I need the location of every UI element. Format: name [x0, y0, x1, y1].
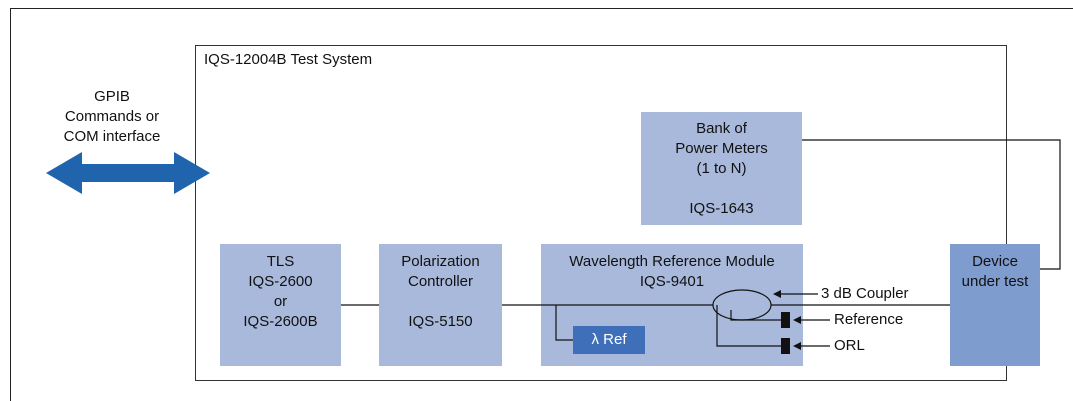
power-meters-model: IQS-1643 [689, 200, 754, 217]
line-reference-branch [730, 310, 783, 321]
tls-box: TLS IQS-2600 or IQS-2600B [220, 244, 341, 366]
device-under-test-box: Device under test [950, 244, 1040, 366]
coupler-outline-icon [712, 289, 772, 321]
system-title: IQS-12004B Test System [204, 51, 373, 68]
reference-arrow-icon [793, 316, 801, 324]
gpib-double-arrow-icon [46, 152, 210, 194]
orl-block-icon [781, 338, 790, 354]
line-power-meters-to-dut [802, 139, 1061, 270]
line-orl-branch [716, 305, 783, 347]
outer-frame [10, 8, 1073, 401]
wavelength-ref-line-1: Wavelength Reference Module [569, 253, 775, 270]
dut-line-2: under test [961, 273, 1029, 290]
reference-block-icon [781, 312, 790, 328]
tls-line-4: IQS-2600B [243, 313, 318, 330]
wavelength-ref-line-2: IQS-9401 [639, 273, 705, 290]
power-meters-box: Bank of Power Meters (1 to N) IQS-1643 [641, 112, 802, 225]
orl-arrow-icon [793, 342, 801, 350]
gpib-line-1: GPIB [94, 88, 130, 105]
polarization-model: IQS-5150 [408, 313, 473, 330]
line-lambda-ref-branch [555, 305, 573, 341]
tls-line-2: IQS-2600 [248, 273, 313, 290]
gpib-label: GPIB Commands or COM interface [42, 87, 182, 147]
polarization-line-1: Polarization [401, 253, 480, 270]
tls-line-1: TLS [266, 253, 295, 270]
polarization-line-2: Controller [407, 273, 474, 290]
lambda-ref-box: λ Ref [573, 326, 645, 354]
reference-label: Reference [834, 311, 904, 328]
polarization-controller-box: Polarization Controller IQS-5150 [379, 244, 502, 366]
coupler-arrow-icon [773, 290, 781, 298]
power-meters-line-3: (1 to N) [696, 160, 747, 177]
gpib-line-2: Commands or [64, 108, 160, 125]
tls-line-3: or [273, 293, 288, 310]
coupler-label: 3 dB Coupler [821, 285, 909, 302]
power-meters-line-1: Bank of [696, 120, 747, 137]
dut-line-1: Device [972, 253, 1018, 270]
power-meters-line-2: Power Meters [675, 140, 768, 157]
gpib-line-3: COM interface [63, 128, 161, 145]
orl-label: ORL [834, 337, 865, 354]
